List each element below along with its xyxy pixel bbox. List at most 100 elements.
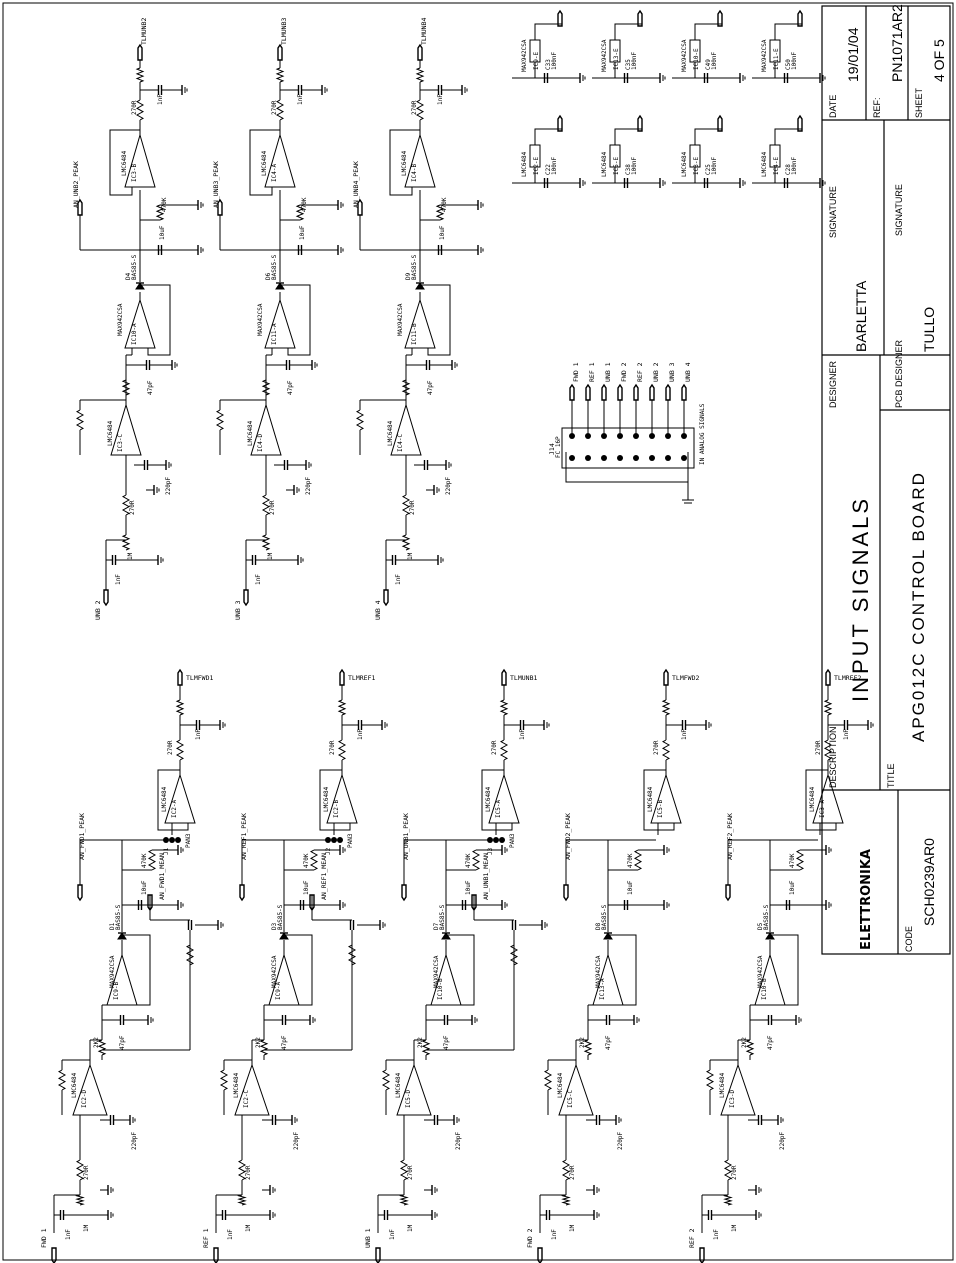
tlm-label: TLMFWD1 [186, 674, 213, 682]
buf-ic-label: IC4-B [411, 164, 418, 182]
diode-part-label: BAS85-S [601, 904, 608, 930]
signature-label-2: SIGNATURE [894, 184, 904, 236]
cmp-ic-label: IC11-A [271, 323, 278, 345]
c-hold-value: 10uF [627, 880, 634, 895]
buf-ic-label: IC3-A [819, 800, 826, 818]
c-comp-value: 47pF [605, 1035, 612, 1050]
peak-label: AN_UNB2_PEAK [72, 161, 80, 208]
c-in-value: 1nF [395, 574, 402, 585]
r-series-value: 270R [245, 1165, 252, 1180]
c-fb-value: 220pF [293, 1132, 300, 1150]
connector-pin [649, 433, 655, 439]
c-hold-value: 10uF [303, 880, 310, 895]
buf-ic-label: IC3-B [131, 164, 138, 182]
c-hold-value: 10uF [299, 225, 306, 240]
pan-label: PAN3 [347, 833, 354, 848]
diode-label: D9 [405, 272, 412, 280]
c-comp-value: 47pF [427, 380, 434, 395]
signature-label: SIGNATURE [828, 186, 838, 238]
sheet-label: SHEET [914, 87, 924, 118]
r-series-value: 270R [731, 1165, 738, 1180]
channel-input-label: UNB 1 [364, 1228, 372, 1248]
c-in-value: 1nF [255, 574, 262, 585]
buf-ic-label: IC4-A [271, 164, 278, 182]
connector-pin-label: UNB 1 [604, 362, 612, 382]
connector-pin [681, 433, 687, 439]
c-fb-value: 220pF [131, 1132, 138, 1150]
c-out-value: 1nF [843, 729, 850, 740]
c-out-value: 1nF [437, 94, 444, 105]
peak-label: AN_FWD2_PEAK [564, 813, 572, 860]
r-out-value: 270R [131, 100, 138, 115]
mean-label: AN_FWD1_MEAN [158, 853, 166, 900]
c-hold-value: 10uF [439, 225, 446, 240]
cmp-part-label: MAX942CSA [117, 303, 124, 336]
code-value: SCH0239AR0 [921, 838, 937, 926]
cmp-part-label: MAX942CSA [397, 303, 404, 336]
buf-ic-label: IC5-A [495, 800, 502, 818]
connector-pin-label: UNB 4 [684, 362, 692, 382]
diode-part-label: BAS85-S [115, 904, 122, 930]
sheet-value: 4 OF 5 [931, 39, 947, 82]
r-in-value: 1M [127, 552, 134, 560]
decoupling-cap-label: C28 [785, 164, 792, 175]
cmp-ic-label: IC9-A [275, 982, 282, 1000]
connector-caption: IN ANALOG SIGNALS [699, 403, 706, 465]
c-fb-value: 220pF [445, 477, 452, 495]
c-in-value: 1nF [713, 1229, 720, 1240]
buf-part-label: LMC6484 [485, 786, 492, 812]
r-hold-value: 470K [627, 853, 634, 868]
peak-label: AN_UNB4_PEAK [352, 161, 360, 208]
c-in-value: 1nF [65, 1229, 72, 1240]
amp-part-label: LMC6484 [719, 1072, 726, 1098]
decoupling-cap-value: 100nF [631, 157, 638, 175]
decoupling-part-label: LMC6484 [681, 151, 688, 177]
peak-label: AN_REF1_PEAK [240, 813, 248, 860]
r-out-value: 270R [167, 740, 174, 755]
r-series-value: 270R [407, 1165, 414, 1180]
decoupling-ic-label: IC3-E [693, 157, 700, 175]
c-out-value: 1nF [195, 729, 202, 740]
c-out-value: 1nF [681, 729, 688, 740]
title-value: APG012C CONTROL BOARD [909, 471, 928, 742]
peak-label: AN_UNB1_PEAK [402, 813, 410, 860]
r-out-value: 270R [271, 100, 278, 115]
diode-label: D8 [595, 922, 602, 930]
c-in-value: 1nF [389, 1229, 396, 1240]
r-hold-value: 470K [465, 853, 472, 868]
connector-body [561, 427, 695, 469]
tlm-label: TLMREF1 [348, 674, 375, 682]
cmp-part-label: MAX942CSA [757, 955, 764, 988]
cmp-ic-label: IC13-A [599, 978, 606, 1000]
amp-part-label: LMC6484 [107, 420, 114, 446]
channel-input-label: UNB 3 [234, 600, 242, 620]
ref-label: REF: [872, 97, 882, 118]
r-out-value: 270R [491, 740, 498, 755]
ref-value: PN1071AR2 [889, 4, 905, 82]
amp-ic-label: IC3-D [729, 1090, 736, 1108]
cmp-ic-label: IC10-A [131, 323, 138, 345]
diode-label: D1 [109, 922, 116, 930]
decoupling-part-label: LMC6484 [601, 151, 608, 177]
c-out-value: 1nF [519, 729, 526, 740]
amp-ic-label: IC2-D [81, 1090, 88, 1108]
connector-pin-label: REF 1 [588, 362, 596, 382]
date-value: 19/01/04 [845, 27, 861, 82]
c-out-value: 1nF [297, 94, 304, 105]
connector-pin-gnd [649, 455, 655, 461]
amp-part-label: LMC6484 [387, 420, 394, 446]
amp-ic-label: IC4-C [397, 434, 404, 452]
connector-pin-label: REF 2 [636, 362, 644, 382]
cmp-part-label: MAX942CSA [595, 955, 602, 988]
buf-part-label: LMC6484 [647, 786, 654, 812]
c-in-value: 1nF [551, 1229, 558, 1240]
amp-part-label: LMC6484 [233, 1072, 240, 1098]
pan-label: PAN3 [185, 833, 192, 848]
decoupling-cap-value: 100nF [551, 157, 558, 175]
